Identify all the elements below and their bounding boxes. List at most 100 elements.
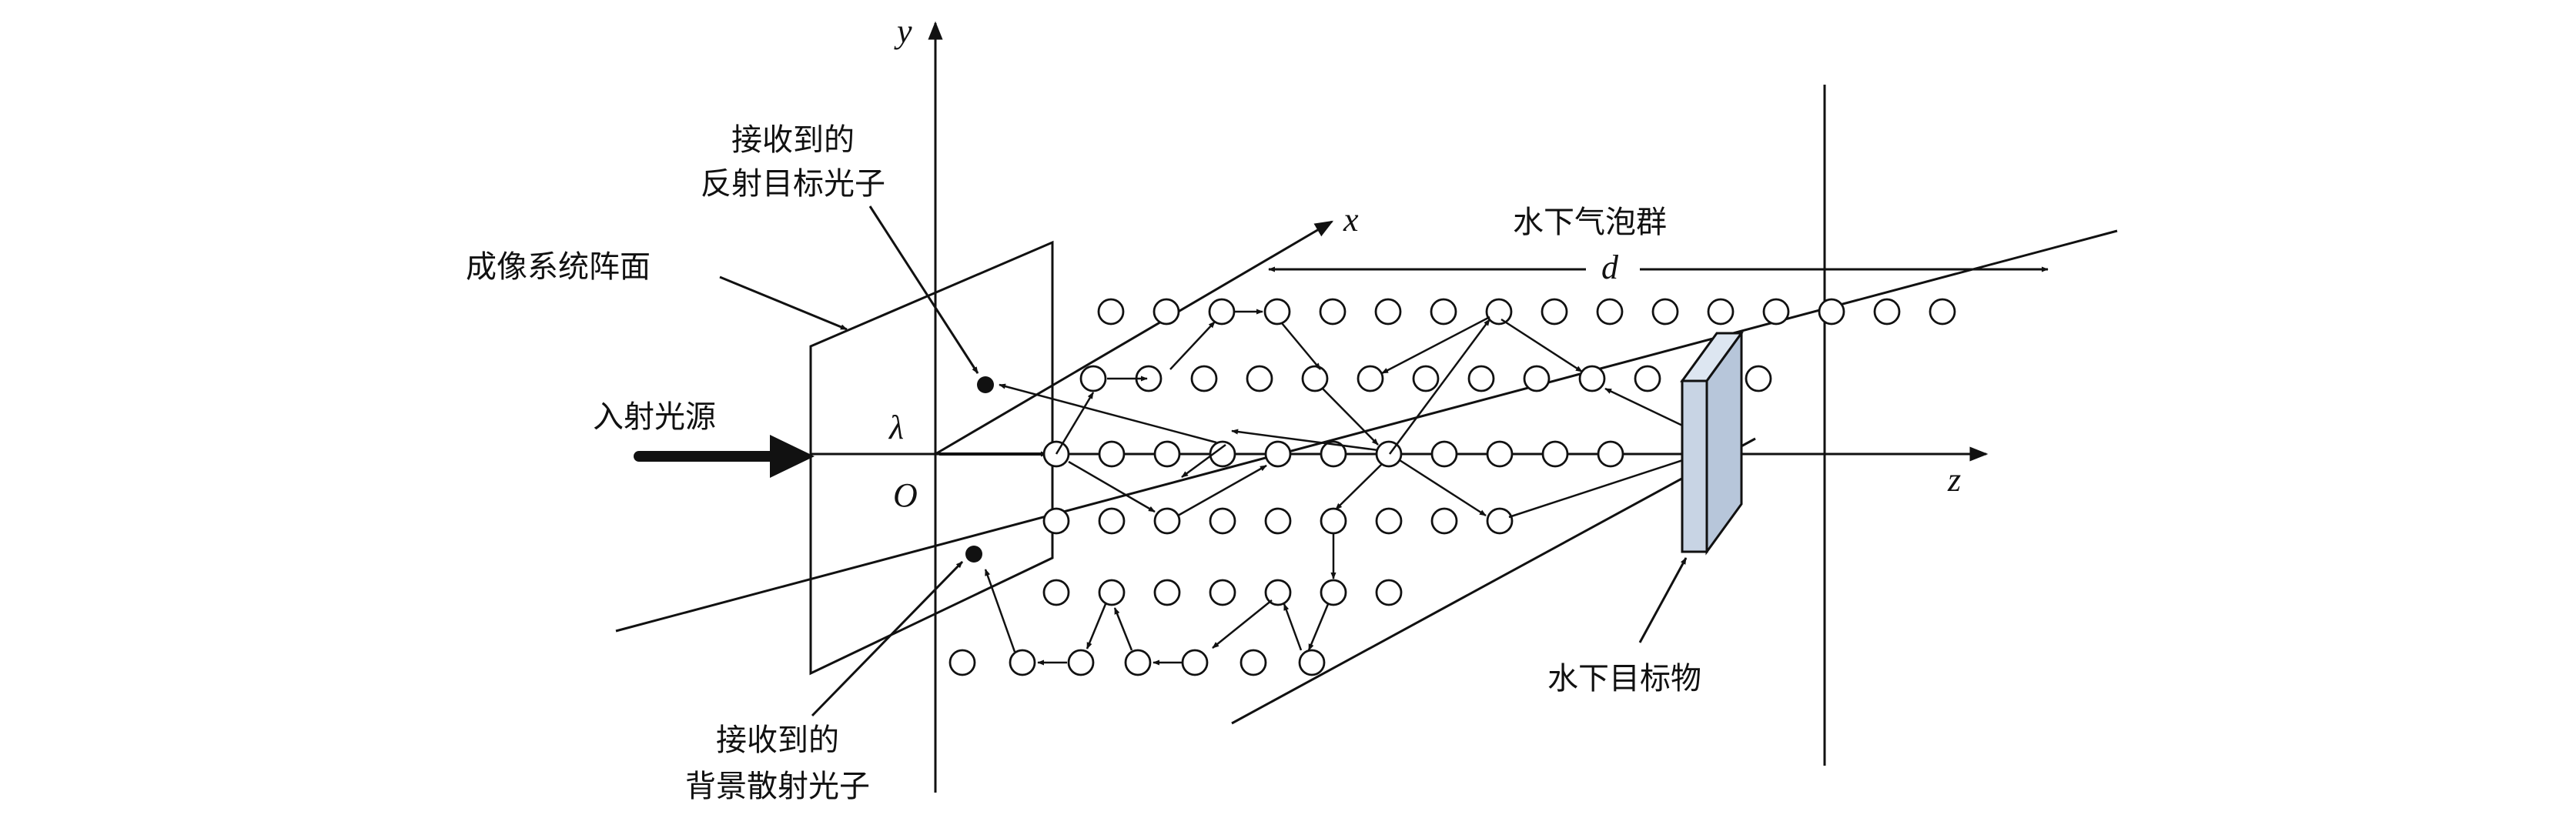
- x-axis: [935, 220, 1334, 456]
- reflected-photon-label-line2: 反射目标光子: [701, 166, 885, 202]
- scattering-paths: [984, 309, 1694, 666]
- bubble: [1430, 507, 1458, 535]
- bubble: [1264, 507, 1292, 535]
- bubble: [1209, 507, 1236, 535]
- incident-light-arrowhead: [770, 435, 815, 478]
- bubble: [1578, 365, 1606, 392]
- bubble-row-3: [1042, 440, 1624, 468]
- bubble: [1263, 298, 1291, 326]
- bubble: [1264, 579, 1292, 606]
- bubble: [1430, 440, 1458, 468]
- bubble: [1634, 365, 1661, 392]
- bubble: [1153, 579, 1181, 606]
- photon-path: [1399, 459, 1487, 517]
- imaging-plane: [809, 240, 1054, 676]
- bubble: [1079, 365, 1107, 392]
- bubble: [1124, 649, 1152, 676]
- photon-path: [1604, 387, 1694, 432]
- bubble: [1067, 649, 1095, 676]
- bubble: [1486, 507, 1514, 535]
- bubble: [1430, 298, 1457, 326]
- photon-path: [1500, 318, 1583, 373]
- pointer-reflected-photon: [868, 205, 979, 374]
- bubble: [1541, 298, 1568, 326]
- bubble: [948, 649, 976, 676]
- z-axis-label: z: [1947, 461, 1961, 499]
- bubble: [1209, 440, 1236, 468]
- bubble: [1374, 298, 1402, 326]
- reflected-photon-dot: [977, 376, 994, 393]
- wavelength-label: λ: [888, 409, 904, 446]
- bubble: [1523, 365, 1551, 392]
- reflected-photon-label-line1: 接收到的: [731, 122, 855, 158]
- distance-label: d: [1601, 249, 1619, 286]
- bubble: [1375, 507, 1403, 535]
- target-front-face: [1681, 379, 1708, 553]
- bubble: [1651, 298, 1679, 326]
- photon-path: [1086, 603, 1107, 649]
- bubble: [1320, 440, 1347, 468]
- bubble: [1098, 440, 1126, 468]
- photon-path: [984, 569, 1016, 653]
- photon-path: [1283, 603, 1303, 651]
- bubble: [1320, 507, 1347, 535]
- photon-path: [1307, 603, 1330, 651]
- bubble: [1246, 365, 1273, 392]
- bubble: [1320, 579, 1347, 606]
- bubble: [1153, 507, 1181, 535]
- y-axis-label: y: [894, 12, 912, 50]
- bubble: [1009, 649, 1036, 676]
- bubble: [1098, 579, 1126, 606]
- imaging-plane-label: 成像系统阵面: [466, 249, 651, 285]
- bubble: [1239, 649, 1267, 676]
- bubble: [1485, 298, 1513, 326]
- photon-path: [1231, 429, 1379, 452]
- photon-path: [1381, 316, 1490, 375]
- background-photon-label-line2: 背景散射光子: [685, 769, 870, 804]
- bubble: [1467, 365, 1495, 392]
- bubble: [1190, 365, 1218, 392]
- bubble: [1298, 649, 1326, 676]
- bubble: [1745, 365, 1772, 392]
- bubble: [1707, 298, 1735, 326]
- bubble: [1264, 440, 1292, 468]
- photon-path: [1508, 456, 1691, 519]
- pointer-background-photon: [811, 560, 964, 717]
- photon-path: [1068, 460, 1156, 513]
- origin-label: O: [893, 476, 918, 514]
- bubble: [1208, 298, 1236, 326]
- bubble: [1153, 440, 1181, 468]
- bubble: [1375, 579, 1403, 606]
- bubble-row-2: [1079, 365, 1772, 392]
- bubble-group: [948, 298, 1956, 676]
- pointer-target: [1638, 557, 1688, 643]
- bubble: [1098, 507, 1126, 535]
- bubble: [1209, 579, 1236, 606]
- photon-path: [1169, 321, 1216, 370]
- bubble: [1181, 649, 1209, 676]
- underwater-target: [1680, 329, 1744, 556]
- photon-path: [1388, 319, 1491, 455]
- photon-path: [1322, 388, 1379, 446]
- bubble: [1929, 298, 1956, 326]
- bubble: [1153, 298, 1180, 326]
- x-axis-label: x: [1343, 201, 1359, 239]
- bubble-group-label: 水下气泡群: [1513, 205, 1667, 240]
- bubble: [1042, 507, 1070, 535]
- photon-path: [1281, 322, 1321, 370]
- bubble: [1357, 365, 1384, 392]
- photon-path: [1055, 392, 1095, 455]
- photon-path: [999, 383, 1217, 444]
- background-photon-dot: [965, 546, 982, 563]
- bubble: [1873, 298, 1901, 326]
- background-photon-label-line1: 接收到的: [716, 723, 839, 758]
- bubble: [1818, 298, 1845, 326]
- bubble: [1301, 365, 1329, 392]
- photon-path: [1212, 599, 1273, 649]
- bubble: [1042, 579, 1070, 606]
- bubble: [1375, 440, 1403, 468]
- bubble: [1541, 440, 1569, 468]
- photon-path: [1177, 464, 1267, 517]
- bubble: [1319, 298, 1347, 326]
